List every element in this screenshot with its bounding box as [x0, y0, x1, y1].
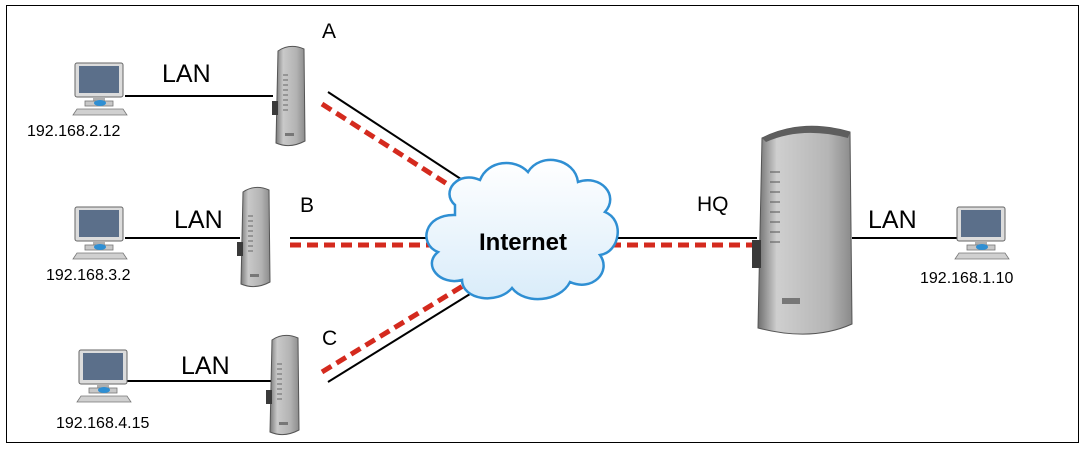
ip-label-c: 192.168.4.15: [56, 415, 150, 432]
router-hq-icon: [752, 125, 853, 335]
lan-label-hq: LAN: [868, 206, 917, 234]
computer-hq-icon: [954, 206, 1010, 260]
computer-c-icon: [76, 349, 132, 403]
site-label-hq: HQ: [697, 193, 729, 216]
vpn-tunnel-a: [320, 101, 468, 199]
vpn-tunnel-c: [320, 281, 468, 375]
computer-a-icon: [72, 62, 128, 116]
computer-b-icon: [72, 206, 128, 260]
site-label-b: B: [300, 194, 314, 217]
internet-cloud: Internet: [425, 158, 619, 301]
router-a-icon: [272, 45, 306, 147]
wan-link-a: [327, 91, 471, 186]
lan-label-a: LAN: [162, 60, 211, 88]
wan-link-c: [327, 293, 471, 383]
ip-label-hq: 192.168.1.10: [920, 270, 1014, 287]
internet-label: Internet: [479, 229, 567, 256]
lan-label-b: LAN: [174, 206, 223, 234]
site-label-a: A: [322, 20, 336, 43]
diagram-frame: [6, 5, 1079, 443]
site-label-c: C: [322, 327, 337, 350]
lan-label-c: LAN: [181, 352, 230, 380]
router-b-icon: [237, 186, 271, 288]
router-c-icon: [266, 334, 300, 436]
ip-label-a: 192.168.2.12: [27, 123, 121, 140]
ip-label-b: 192.168.3.2: [46, 267, 131, 284]
